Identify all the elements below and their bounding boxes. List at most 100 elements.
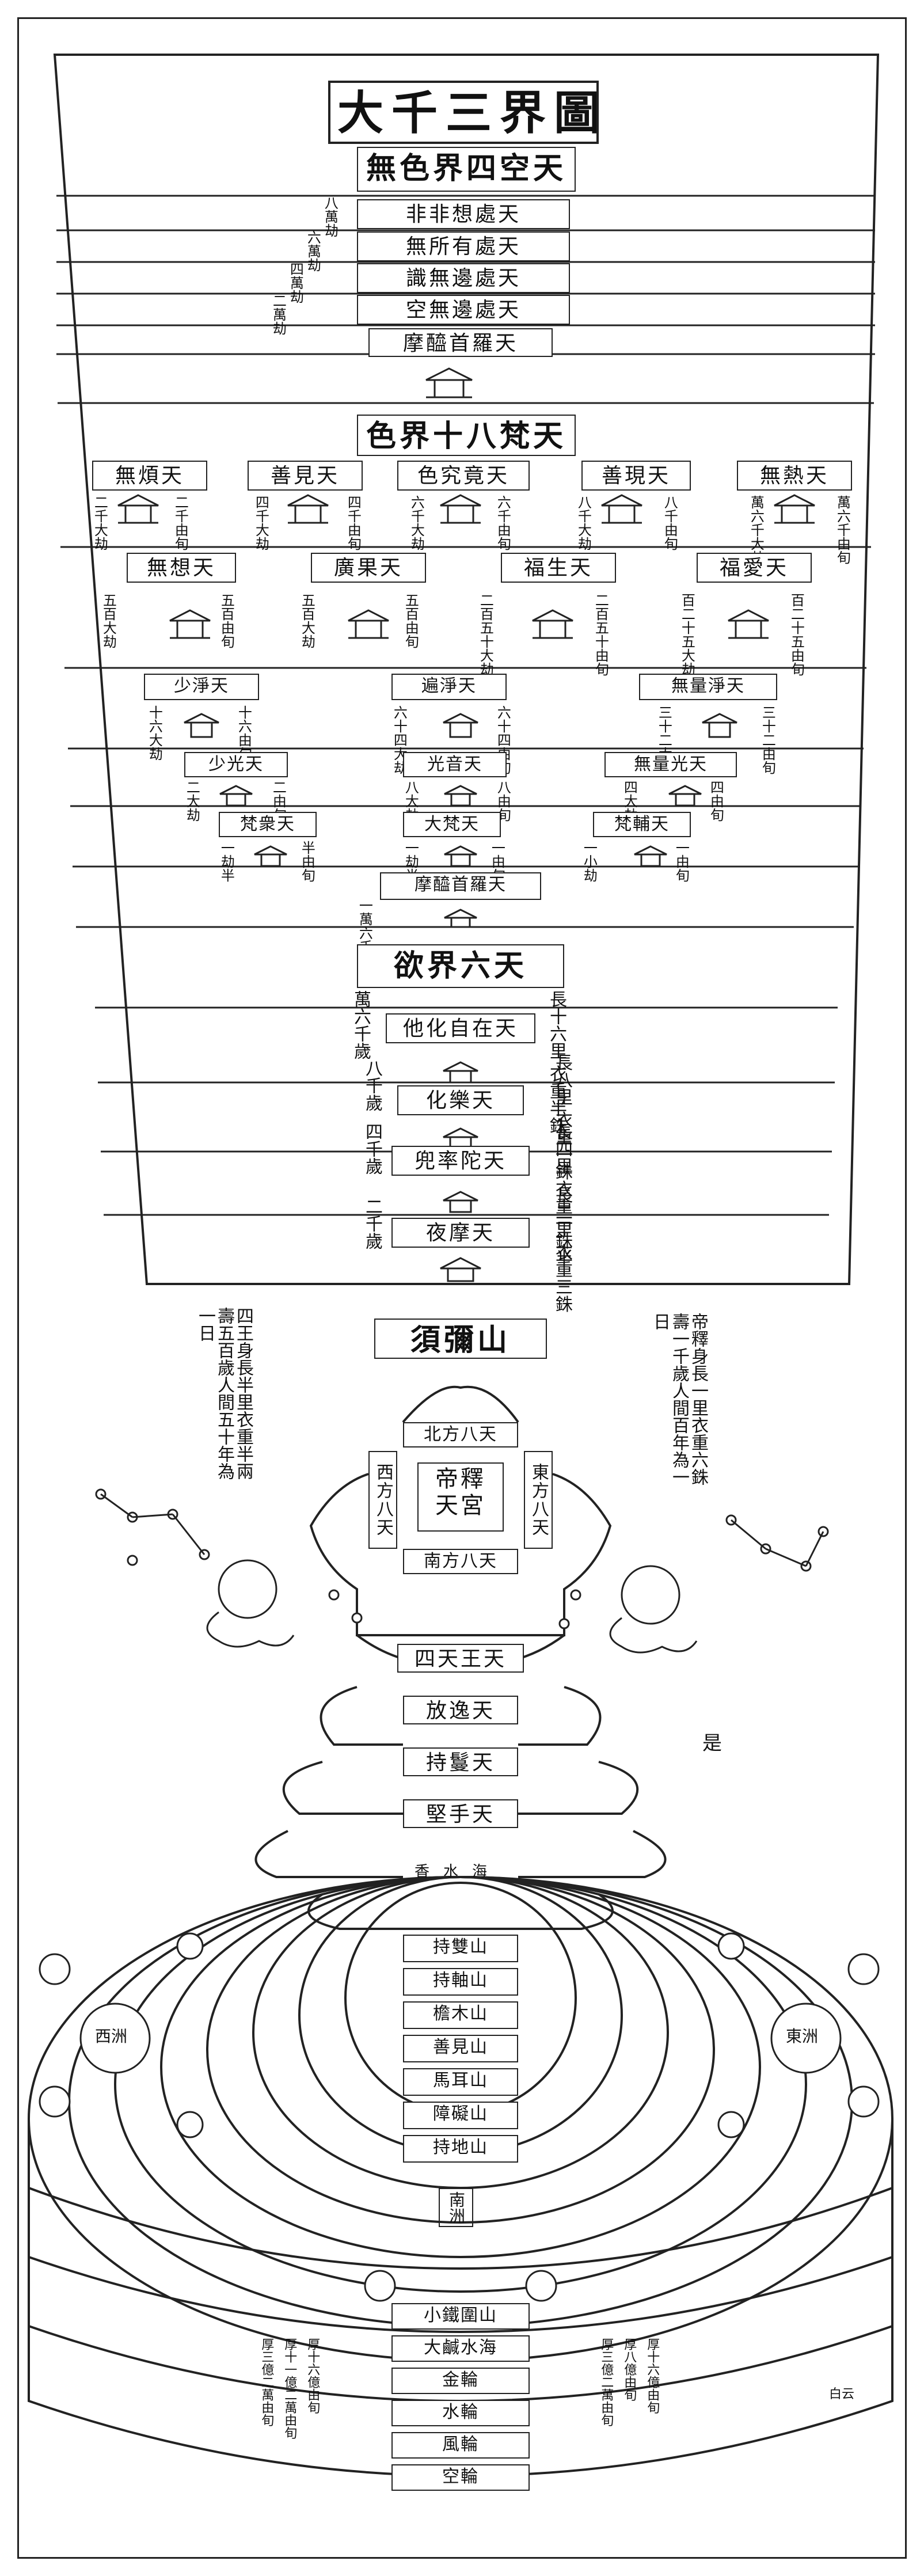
- sumeru-silhouette: [254, 1385, 667, 1930]
- desire-heaven-4-left: 二千歲: [362, 1198, 382, 1249]
- form-realm-header: 色界十八梵天: [357, 415, 576, 456]
- form-note-r1-3b: 六千由旬: [495, 495, 511, 550]
- form-heaven-r1-5: 無熱天: [737, 461, 852, 491]
- base-layer-4: 水輪: [391, 2400, 530, 2426]
- mountain-range-2: 持軸山: [403, 1968, 518, 1996]
- desire-heaven-3-left: 四千歲: [362, 1123, 382, 1175]
- moon-discs: [39, 1932, 880, 2302]
- form-heaven-r5-3: 梵輔天: [593, 812, 691, 837]
- base-layer-5: 風輪: [391, 2432, 530, 2459]
- form-heaven-r5-1: 梵衆天: [219, 812, 317, 837]
- form-heaven-r3-1: 少淨天: [144, 674, 259, 700]
- form-heaven-r3-3: 無量淨天: [639, 674, 777, 700]
- desire-heaven-1-left: 萬六千歲: [351, 990, 371, 1059]
- form-heaven-r1-1: 無煩天: [92, 461, 207, 491]
- base-right-note-3: 厚十六億由旬: [645, 2338, 660, 2414]
- cloud-emblems: [206, 1559, 698, 1654]
- form-heaven-r1-2: 善見天: [248, 461, 363, 491]
- formless-lifespan-4: 二萬劫: [270, 294, 287, 335]
- sumeru-title: 須彌山: [374, 1319, 547, 1359]
- form-note-r1-5b: 萬六千由旬: [834, 495, 851, 564]
- palace-east: 東方八天: [524, 1451, 553, 1549]
- form-note-r1-2a: 四千大劫: [253, 495, 269, 550]
- form-note-r2-4b: 百二十五由旬: [788, 593, 805, 676]
- desire-heaven-4-right: 長二里 衣重三銖: [552, 1186, 572, 1313]
- base-layer-2: 大鹹水海: [391, 2335, 530, 2362]
- form-note-r2-2b: 五百由旬: [402, 593, 419, 648]
- form-note-r2-1a: 五百大劫: [100, 593, 117, 648]
- sumeru-left-note: 四王身長半里衣重半兩壽五百歲人間五十年為一日: [195, 1307, 253, 1480]
- palace-center: 帝釋天宮: [417, 1462, 504, 1532]
- form-note-r1-4a: 八千大劫: [575, 495, 592, 550]
- form-note-r3-3b: 三十二由旬: [759, 705, 776, 774]
- form-note-r2-1b: 五百由旬: [218, 593, 235, 648]
- form-heaven-r2-2: 廣果天: [311, 553, 426, 583]
- form-heaven-r2-3: 福生天: [501, 553, 616, 583]
- form-heaven-r4-3: 無量光天: [604, 752, 737, 777]
- sea-label: 香水海: [415, 1863, 501, 1880]
- form-footer-label: 摩醯首羅天: [380, 872, 541, 900]
- formless-realm-header: 無色界四空天: [357, 147, 576, 192]
- sumeru-ridge-1: 四天王天: [397, 1644, 524, 1673]
- sumeru-ridge-4: 堅手天: [403, 1799, 518, 1828]
- formless-heaven-3: 識無邊處天: [357, 263, 570, 293]
- form-note-r5-1b: 半由旬: [299, 841, 315, 882]
- formless-lifespan-3: 四萬劫: [287, 262, 304, 303]
- desire-heaven-2: 化樂天: [397, 1085, 524, 1115]
- formless-lifespan-2: 六萬劫: [305, 230, 321, 272]
- palace-north: 北方八天: [403, 1422, 518, 1447]
- form-heaven-r1-4: 善現天: [581, 461, 691, 491]
- form-heaven-r4-1: 少光天: [184, 752, 288, 777]
- mountain-range-5: 馬耳山: [403, 2068, 518, 2096]
- star-constellations: [95, 1488, 829, 1629]
- sumeru-ridge-2: 放逸天: [403, 1696, 518, 1724]
- form-heaven-r2-1: 無想天: [127, 553, 236, 583]
- base-left-note-1: 厚三億二萬由旬: [259, 2338, 274, 2426]
- form-heaven-r4-2: 光音天: [403, 752, 507, 777]
- form-heaven-r2-4: 福愛天: [697, 553, 812, 583]
- palace-west: 西方八天: [368, 1451, 397, 1549]
- form-note-r5-3b: 一由旬: [673, 841, 690, 882]
- mountain-range-1: 持雙山: [403, 1935, 518, 1962]
- sumeru-right-note: 帝釋身長一里衣重六銖壽一千歲人間百年為一日: [650, 1313, 708, 1485]
- form-note-r2-2a: 五百大劫: [299, 593, 315, 648]
- form-heaven-r5-2: 大梵天: [403, 812, 501, 837]
- continent-west: 西洲: [95, 2027, 128, 2046]
- form-note-r1-4b: 八千由旬: [661, 495, 678, 550]
- page-border: [17, 17, 907, 2559]
- credit-mark: 白云: [829, 2387, 855, 2402]
- formless-heaven-1: 非非想處天: [357, 199, 570, 229]
- desire-realm-header: 欲界六天: [357, 944, 564, 988]
- desire-heaven-2-left: 八千歲: [362, 1059, 382, 1111]
- form-note-r5-3a: 一小劫: [581, 841, 598, 882]
- form-note-r4-3b: 四由旬: [708, 780, 724, 822]
- formless-bottom-label: 摩醯首羅天: [368, 328, 553, 357]
- desire-heaven-2-right: 長八里 衣重一銖: [552, 1054, 572, 1180]
- desire-heaven-3-right: 長四里 衣重一銖半: [552, 1123, 572, 1267]
- three-realms-funnel: [53, 54, 880, 1285]
- pagoda-icons: [117, 367, 815, 1282]
- form-heaven-r1-3: 色究竟天: [397, 461, 530, 491]
- mountain-range-4: 善見山: [403, 2035, 518, 2062]
- base-left-note-3: 厚十六億由旬: [305, 2338, 320, 2414]
- desire-heaven-1: 他化自在天: [386, 1013, 535, 1043]
- form-note-r3-1a: 十六大劫: [146, 705, 163, 761]
- base-right-note-1: 厚三億二萬由旬: [599, 2338, 614, 2426]
- sumeru-ridge-3: 持鬘天: [403, 1747, 518, 1776]
- base-right-note-2: 厚八億由旬: [622, 2338, 637, 2401]
- diagram-title: 大千三界圖: [328, 81, 599, 144]
- base-layer-3: 金輪: [391, 2368, 530, 2394]
- form-note-r2-3b: 二百五十由旬: [592, 593, 609, 676]
- mountain-range-6: 障礙山: [403, 2102, 518, 2129]
- mountain-range-3: 檐木山: [403, 2001, 518, 2029]
- formless-lifespan-1: 八萬劫: [322, 196, 339, 237]
- form-heaven-r3-2: 遍淨天: [391, 674, 507, 700]
- form-note-r4-1a: 二大劫: [184, 780, 200, 822]
- desire-heaven-3: 兜率陀天: [391, 1146, 530, 1176]
- base-layer-6: 空輪: [391, 2464, 530, 2491]
- form-note-r1-3a: 六千大劫: [408, 495, 425, 550]
- continent-east: 東洲: [786, 2027, 819, 2046]
- form-note-r3-1b: 十六由旬: [235, 705, 252, 761]
- form-note-r5-1a: 一劫半: [218, 841, 235, 882]
